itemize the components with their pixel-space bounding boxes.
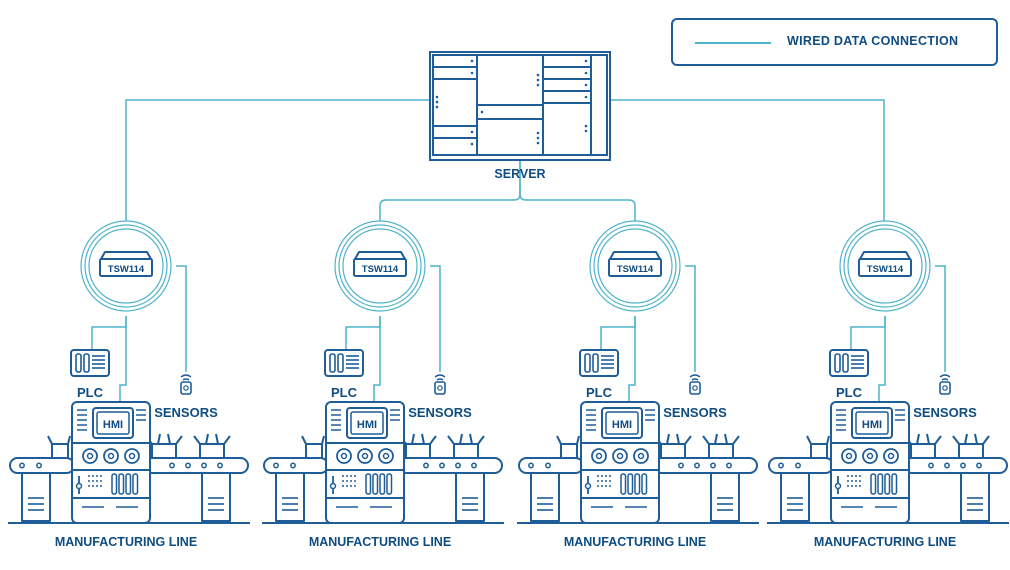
manufacturing-line-label: MANUFACTURING LINE: [55, 535, 197, 549]
switch-tsw114: TSW114: [334, 220, 426, 312]
wired-connection-line-sample: [695, 42, 771, 44]
switch-tsw114: TSW114: [839, 220, 931, 312]
sensor-icon: [180, 374, 192, 395]
manufacturing-line-label: MANUFACTURING LINE: [309, 535, 451, 549]
link-server-switch-1: [125, 99, 430, 223]
link-switch-plc: [345, 316, 381, 350]
plc-icon: [829, 349, 869, 377]
link-switch-plc: [91, 316, 127, 350]
link-switch-hmi: [628, 316, 636, 402]
legend-wired-label: WIRED DATA CONNECTION: [787, 34, 959, 48]
plc-label: PLC: [331, 385, 358, 400]
sensor-icon: [689, 374, 701, 395]
connections-layer: [125, 99, 885, 223]
sensor-icon: [434, 374, 446, 395]
manufacturing-machine: HMI: [9, 401, 249, 524]
switch-label: TSW114: [617, 264, 654, 275]
plc-icon: [324, 349, 364, 377]
plc-label: PLC: [77, 385, 104, 400]
plc-icon: [579, 349, 619, 377]
switch-label: TSW114: [108, 264, 145, 275]
manufacturing-machine: HMI: [518, 401, 758, 524]
manufacturing-machine: HMI: [263, 401, 503, 524]
plc-label: PLC: [586, 385, 613, 400]
link-switch-hmi: [373, 316, 381, 402]
sensors-label: SENSORS: [663, 405, 727, 420]
server-label: SERVER: [494, 167, 545, 181]
sensors-label: SENSORS: [154, 405, 218, 420]
link-switch-sensors: [430, 265, 441, 372]
link-switch-hmi: [119, 316, 127, 402]
server: SERVER: [429, 51, 611, 181]
link-server-switch-4: [610, 99, 885, 223]
link-switch-hmi: [878, 316, 886, 402]
manufacturing-line-label: MANUFACTURING LINE: [564, 535, 706, 549]
plc-label: PLC: [836, 385, 863, 400]
link-switch-plc: [850, 316, 886, 350]
link-switch-sensors: [685, 265, 696, 372]
switch-label: TSW114: [867, 264, 904, 275]
sensor-icon: [939, 374, 951, 395]
link-server-switch-3: [519, 160, 636, 223]
sensors-label: SENSORS: [408, 405, 472, 420]
plc-icon: [70, 349, 110, 377]
hmi-label: HMI: [357, 419, 377, 431]
link-switch-plc: [600, 316, 636, 350]
switch-tsw114: TSW114: [589, 220, 681, 312]
link-switch-sensors: [176, 265, 187, 372]
link-switch-sensors: [935, 265, 946, 372]
switch-label: TSW114: [362, 264, 399, 275]
hmi-label: HMI: [612, 419, 632, 431]
manufacturing-machine: HMI: [768, 401, 1008, 524]
legend: WIRED DATA CONNECTION: [671, 18, 998, 66]
sensors-label: SENSORS: [913, 405, 977, 420]
manufacturing-line-label: MANUFACTURING LINE: [814, 535, 956, 549]
switch-tsw114: TSW114: [80, 220, 172, 312]
hmi-label: HMI: [862, 419, 882, 431]
hmi-label: HMI: [103, 419, 123, 431]
